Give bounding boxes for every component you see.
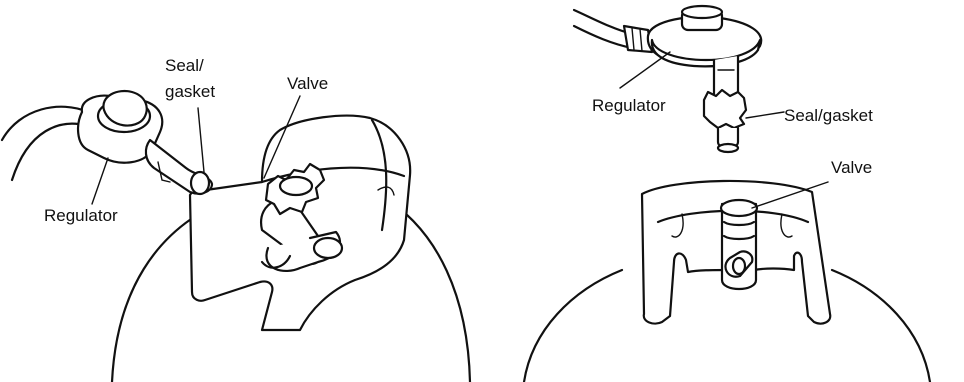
right-nut [702,88,748,130]
right-seal-leader [745,111,785,119]
seal-gasket-label-line2: gasket [165,82,216,101]
valve-label-left: Valve [287,74,329,93]
left-regulator-leader [91,157,109,205]
right-regulator-neck [712,54,740,98]
seal-gasket-label-line1: Seal/ [165,56,204,75]
regulator-label-left: Regulator [44,206,118,225]
right-regulator-leader [619,51,671,89]
left-diagram: Seal/ gasket Valve Regulator [0,56,472,382]
right-valve-leader [751,181,829,209]
seal-gasket-label-right: Seal/gasket [784,106,873,125]
left-seal-leader [197,107,205,173]
left-seal [189,170,211,196]
left-valve-leader [263,95,301,179]
left-hose [0,105,90,142]
regulator-label-right: Regulator [592,96,666,115]
valve-label-right: Valve [831,158,873,177]
right-diagram: Regulator Seal/gasket Valve [482,0,964,382]
left-cylinder-illustration [0,89,472,382]
right-cylinder-body [522,268,932,382]
right-valve-cap [719,198,759,218]
left-valve-port [312,236,344,260]
right-cylinder-illustration [522,4,932,382]
